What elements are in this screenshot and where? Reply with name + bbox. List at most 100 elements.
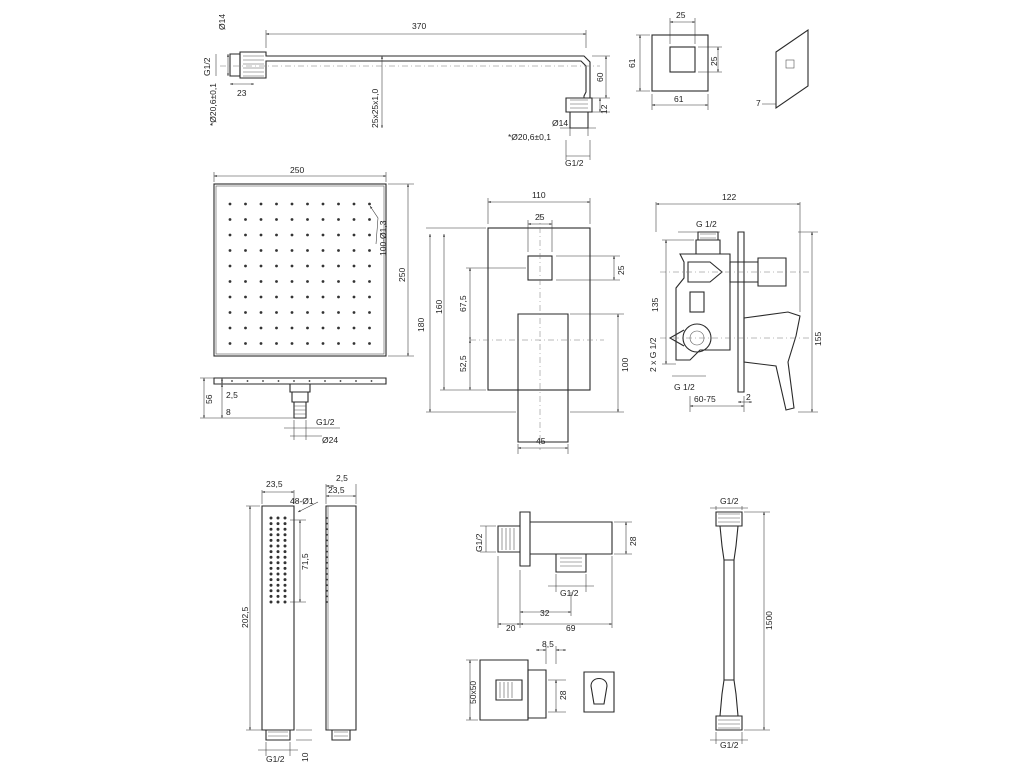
hand-nozzle-dot — [269, 555, 273, 559]
nozzle-dot — [244, 218, 247, 221]
hand-nozzle-dot — [269, 561, 273, 565]
dim-head-diameter: Ø24 — [322, 435, 338, 445]
nozzle-dot — [306, 233, 309, 237]
nozzle-dot — [370, 380, 373, 382]
dim-hand-side-thk: 2,5 — [336, 473, 348, 483]
nozzle-dot — [259, 202, 263, 206]
hand-nozzle-dot — [283, 589, 287, 593]
dim-elbow-thread-in: G1/2 — [474, 533, 484, 552]
dim-arm-thread-end: G1/2 — [565, 158, 584, 168]
hand-nozzle-dot — [276, 555, 280, 559]
hand-nozzle-dot — [326, 595, 328, 598]
shower-head-drawing: 250 250 100-Ø1,3 56 2,5 8 G1/2 Ø24 — [200, 165, 414, 445]
hand-shower-side — [325, 505, 357, 731]
nozzle-dot — [306, 326, 309, 330]
dim-valve-total: 155 — [813, 332, 823, 346]
nozzle-dot — [355, 380, 357, 382]
dim-holder-height: 28 — [558, 690, 568, 700]
nozzle-dot — [352, 264, 356, 268]
nozzle-dot — [290, 264, 294, 268]
nozzle-dot — [275, 311, 278, 314]
nozzle-dot — [228, 202, 232, 206]
nozzle-dot — [306, 311, 309, 314]
nozzle-dot — [337, 326, 340, 330]
dim-hand-thread: G1/2 — [266, 754, 285, 764]
dim-valve-side-thread: 2 x G 1/2 — [648, 337, 658, 372]
nozzle-dot — [306, 202, 309, 206]
nozzle-dot — [290, 295, 294, 299]
nozzle-dot — [244, 295, 247, 299]
hand-nozzle-dot — [283, 594, 287, 598]
nozzle-dot — [228, 218, 232, 221]
nozzle-dot — [321, 326, 325, 330]
nozzle-dot — [290, 326, 294, 330]
nozzle-dot — [306, 249, 309, 252]
nozzle-dot — [275, 233, 278, 237]
nozzle-dot — [262, 380, 264, 382]
nozzle-dot — [352, 295, 356, 299]
hand-nozzle-dot — [276, 578, 280, 582]
hand-nozzle-dot — [326, 528, 328, 531]
dim-arm-dia-top: Ø14 — [217, 14, 227, 30]
nozzle-dot — [290, 342, 294, 345]
nozzle-dot — [275, 202, 278, 206]
hose-drawing: G1/2 1500 G1/2 — [710, 496, 774, 750]
hand-nozzle-dot — [283, 555, 287, 559]
nozzle-dot — [275, 295, 278, 299]
hand-nozzle-dot — [326, 573, 328, 575]
nozzle-dot — [290, 233, 294, 237]
shower-arm-drawing: 370 Ø14 G1/2 23 *Ø20,6±0,1 25x25x1,0 60 … — [202, 14, 610, 168]
nozzle-dot — [275, 342, 278, 345]
hand-nozzle-dot — [326, 589, 328, 592]
valve-lever-side — [743, 311, 801, 411]
dim-valve-width: 122 — [722, 192, 736, 202]
nozzle-dot — [337, 249, 340, 252]
nozzle-dot — [259, 280, 263, 283]
nozzle-dot — [321, 233, 325, 237]
dim-plate-knob: 25 — [535, 212, 545, 222]
nozzle-dot — [306, 264, 309, 268]
hand-nozzle-dot — [269, 572, 273, 576]
nozzle-dot — [293, 380, 295, 382]
dim-elbow-left: 20 — [506, 623, 516, 633]
hand-nozzle-dot — [269, 578, 273, 582]
hand-nozzle-dot — [269, 589, 273, 593]
wall-elbow-body — [497, 511, 613, 573]
nozzle-dot — [246, 380, 249, 382]
mixer-cover-plate-drawing: 110 25 25 180 160 67,5 52,5 100 45 — [416, 190, 630, 454]
dim-arm-total-length: 370 — [412, 21, 426, 31]
nozzle-dot — [259, 311, 263, 314]
hand-nozzle-dot — [269, 544, 273, 548]
nozzle-dot — [368, 202, 371, 206]
valve-cover-plate — [737, 231, 745, 393]
hand-nozzle-dot — [269, 538, 273, 542]
nozzle-dot — [244, 280, 247, 283]
nozzle-dot — [228, 233, 232, 237]
nozzle-dot — [259, 295, 263, 299]
dim-flange-depth: 7 — [756, 98, 761, 108]
nozzle-dot — [259, 218, 263, 221]
dim-plate-lever-width: 45 — [536, 436, 546, 446]
dim-hand-end: 10 — [300, 752, 310, 762]
shower-head-side-nozzles — [231, 380, 373, 382]
hand-nozzle-dot — [326, 539, 328, 542]
nozzle-dot — [290, 311, 294, 314]
dim-hand-length: 202,5 — [240, 606, 250, 628]
dim-arm-section: 25x25x1,0 — [370, 89, 380, 128]
hose-body — [723, 560, 735, 680]
dim-flange-width: 61 — [674, 94, 684, 104]
dim-hand-pattern: 71,5 — [300, 553, 310, 570]
nozzle-dot — [337, 280, 340, 283]
hand-shower-side-nozzles — [326, 517, 328, 603]
dim-elbow-offset: 32 — [540, 608, 550, 618]
hand-nozzle-dot — [326, 567, 328, 570]
hand-nozzle-dot — [276, 589, 280, 593]
dim-hose-thread-top: G1/2 — [720, 496, 739, 506]
hand-nozzle-dot — [326, 561, 328, 564]
nozzle-dot — [275, 249, 278, 252]
holder-cradle — [583, 671, 615, 713]
nozzle-dot — [306, 342, 309, 345]
nozzle-dot — [231, 380, 233, 382]
hand-nozzle-dot — [276, 550, 280, 554]
nozzle-dot — [244, 264, 247, 268]
